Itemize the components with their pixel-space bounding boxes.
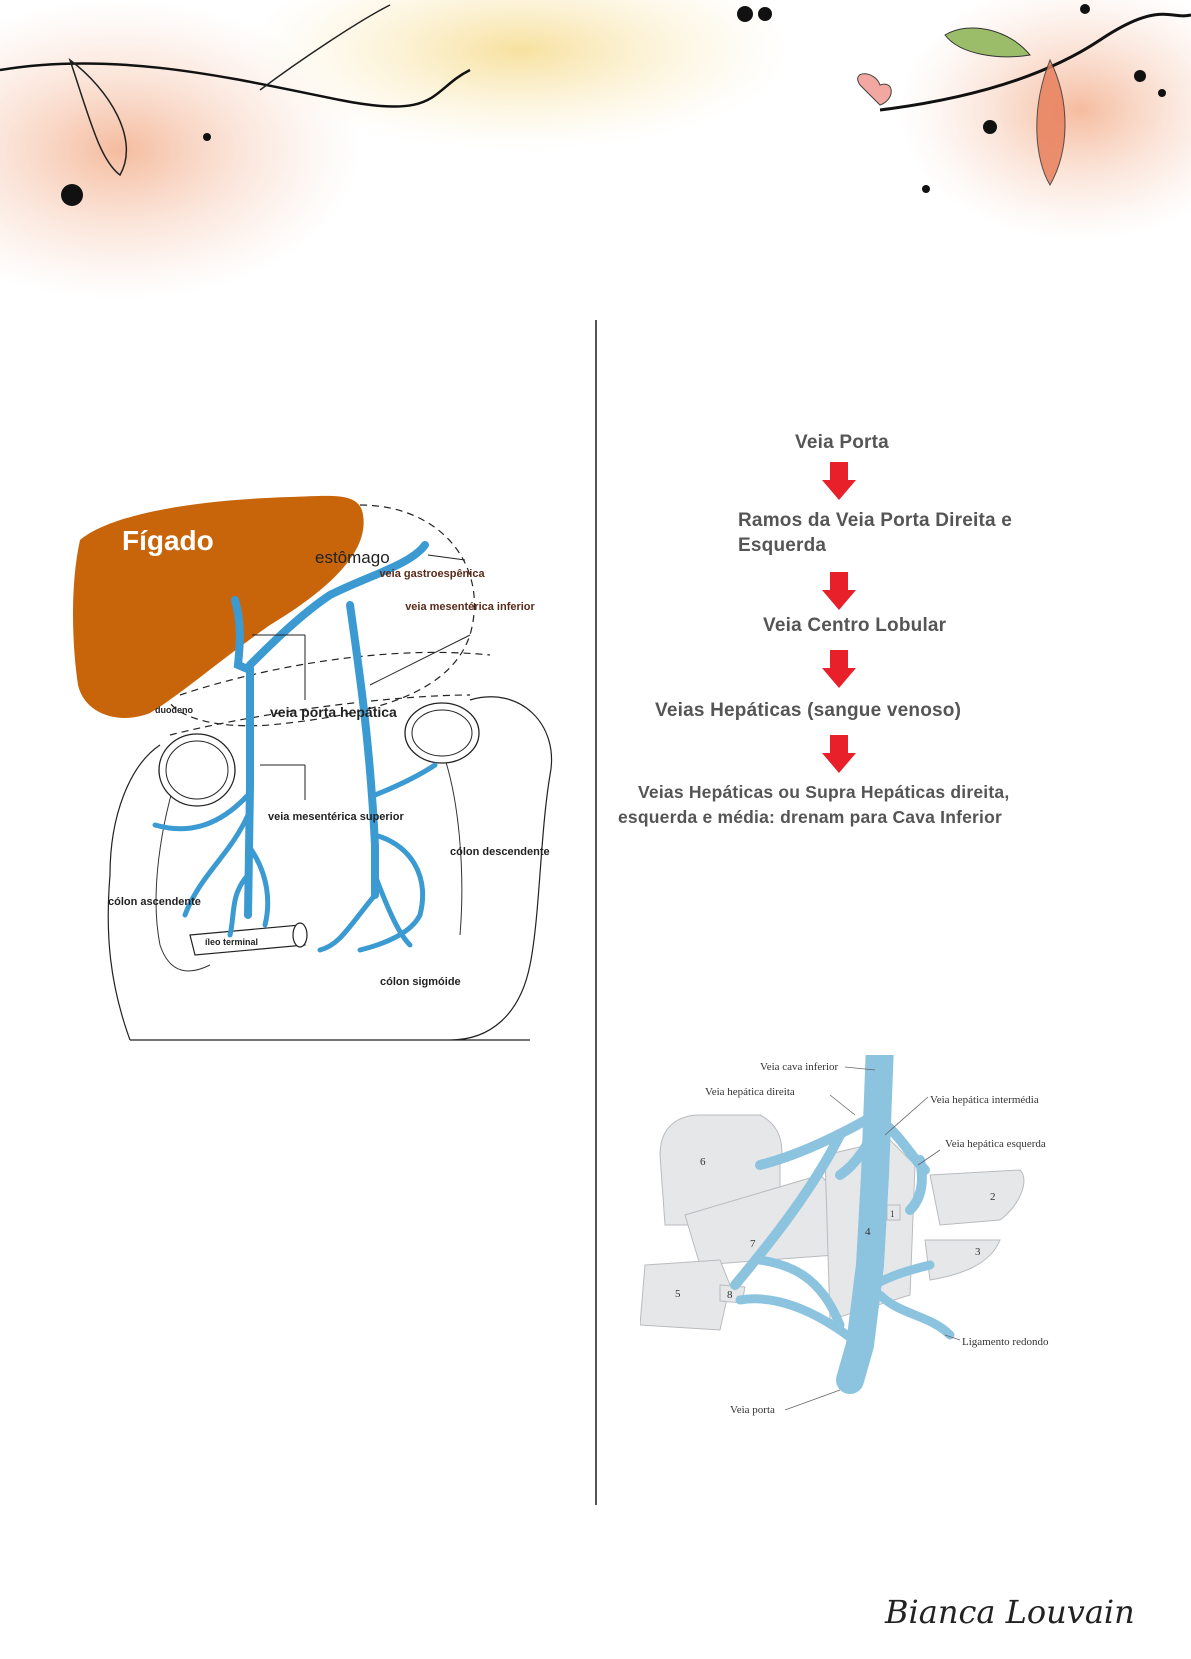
branch-left-leaf-2 bbox=[259, 4, 391, 91]
ink-dot bbox=[203, 133, 211, 141]
flow-step-1: Veia Porta bbox=[795, 432, 889, 453]
yellow-watercolor bbox=[250, 0, 790, 150]
colon-inner bbox=[155, 744, 463, 972]
portal-vein-branches bbox=[735, 1255, 955, 1350]
ink-dot bbox=[737, 6, 753, 22]
right-hepatic-label: Veia hepática direita bbox=[705, 1086, 795, 1098]
branch-left-leaf bbox=[68, 57, 128, 177]
flow-step-4: Veias Hepáticas (sangue venoso) bbox=[655, 700, 962, 721]
duodenum-ring-inner bbox=[165, 740, 229, 800]
colon-outline bbox=[107, 696, 553, 1041]
segment-label-8: 8 bbox=[727, 1289, 733, 1301]
inferior-mesenteric-branches bbox=[317, 762, 438, 953]
pancreas-outline bbox=[169, 651, 491, 736]
sigmoid-colon-label: cólon sigmóide bbox=[380, 976, 461, 988]
segment-leader-lines bbox=[784, 1066, 961, 1411]
inferior-mesenteric-vein bbox=[346, 601, 379, 899]
segment-label-6: 6 bbox=[700, 1156, 706, 1168]
hepatic-veins bbox=[730, 1055, 955, 1394]
segment-label-3: 3 bbox=[975, 1246, 981, 1258]
middle-hepatic-label: Veia hepática intermédia bbox=[930, 1094, 1039, 1106]
down-arrow-icon bbox=[822, 572, 856, 610]
stomach-label: estômago bbox=[315, 548, 390, 567]
liver-label: Fígado bbox=[122, 525, 214, 556]
portal-veins bbox=[152, 541, 438, 953]
segment-5-block bbox=[640, 1259, 731, 1331]
splenic-vein bbox=[246, 541, 429, 669]
column-divider bbox=[595, 320, 597, 1505]
terminal-ileum-tube bbox=[189, 924, 306, 956]
superior-mesenteric-label: veia mesentérica superior bbox=[268, 811, 404, 823]
ink-dot bbox=[1080, 4, 1090, 14]
ink-dot bbox=[61, 184, 83, 206]
leaf-red bbox=[1036, 58, 1066, 186]
leader-lines bbox=[252, 554, 471, 800]
flow-step-2: Ramos da Veia Porta Direita e Esquerda bbox=[738, 510, 1013, 556]
portal-vein-label: veia porta hepática bbox=[270, 704, 397, 720]
flow-step-5: Veias Hepáticas ou Supra Hepáticas direi… bbox=[618, 782, 1010, 827]
segment-label-4: 4 bbox=[865, 1226, 871, 1238]
hepatic-portal-vein bbox=[231, 596, 254, 919]
segment-label-1: 1 bbox=[890, 1209, 895, 1219]
ink-dot bbox=[758, 7, 772, 21]
ink-dot bbox=[1158, 89, 1166, 97]
ivc-label: Veia cava inferior bbox=[760, 1061, 839, 1073]
leaf-green-icon bbox=[944, 27, 1031, 58]
branch-right bbox=[879, 12, 1191, 112]
segment-2-block bbox=[929, 1169, 1025, 1226]
inferior-mesenteric-label: veia mesentérica inferior bbox=[405, 601, 535, 613]
flow-step-3: Veia Centro Lobular bbox=[763, 615, 947, 636]
down-arrow-icon bbox=[822, 650, 856, 688]
descending-colon-ring-inner bbox=[411, 709, 473, 757]
decorative-header bbox=[0, 0, 1191, 300]
descending-colon-label: cólon descendente bbox=[450, 846, 550, 858]
hepatic-segments-diagram: 6 7 4 2 3 5 8 1 Veia cava inferior Veia … bbox=[640, 1055, 1049, 1416]
ink-dot bbox=[922, 185, 930, 193]
round-ligament-label: Ligamento redondo bbox=[962, 1336, 1049, 1348]
segment-label-2: 2 bbox=[990, 1191, 996, 1203]
terminal-ileum-label: íleo terminal bbox=[205, 937, 258, 947]
segment-label-7: 7 bbox=[750, 1238, 756, 1250]
left-hepatic-vein bbox=[875, 1115, 930, 1215]
branch-left bbox=[0, 62, 471, 108]
down-arrow-icon bbox=[822, 735, 856, 773]
ink-dot bbox=[983, 120, 997, 134]
left-hepatic-label: Veia hepática esquerda bbox=[945, 1138, 1046, 1150]
ink-dot bbox=[1134, 70, 1146, 82]
splenic-vein-label: veia gastroespênica bbox=[379, 568, 485, 580]
stomach-outline bbox=[164, 504, 475, 727]
liver-shape bbox=[73, 495, 364, 718]
superior-mesenteric-branches bbox=[152, 792, 271, 938]
portal-flowchart: Veia Porta Ramos da Veia Porta Direita e… bbox=[618, 430, 1150, 900]
down-arrow-icon bbox=[822, 462, 856, 500]
duodenum-label: duodeno bbox=[155, 705, 193, 715]
segment-label-5: 5 bbox=[675, 1288, 681, 1300]
segment-1-block bbox=[886, 1204, 901, 1221]
signature: Bianca Louvain bbox=[884, 1593, 1135, 1631]
ascending-colon-label: cólon ascendente bbox=[108, 896, 201, 908]
signature-text: Bianca Louvain bbox=[884, 1593, 1135, 1631]
descending-colon-ring bbox=[404, 702, 480, 764]
segment-3-block bbox=[924, 1239, 1001, 1281]
portal-system-diagram: Fígado estômago veia gastroespênica veia… bbox=[73, 495, 553, 1041]
portal-vein-label: Veia porta bbox=[730, 1404, 775, 1416]
right-hepatic-vein bbox=[730, 1110, 880, 1290]
terminal-ileum-end bbox=[292, 922, 308, 948]
duodenum-ring bbox=[158, 733, 236, 807]
flower-pink bbox=[857, 73, 892, 106]
